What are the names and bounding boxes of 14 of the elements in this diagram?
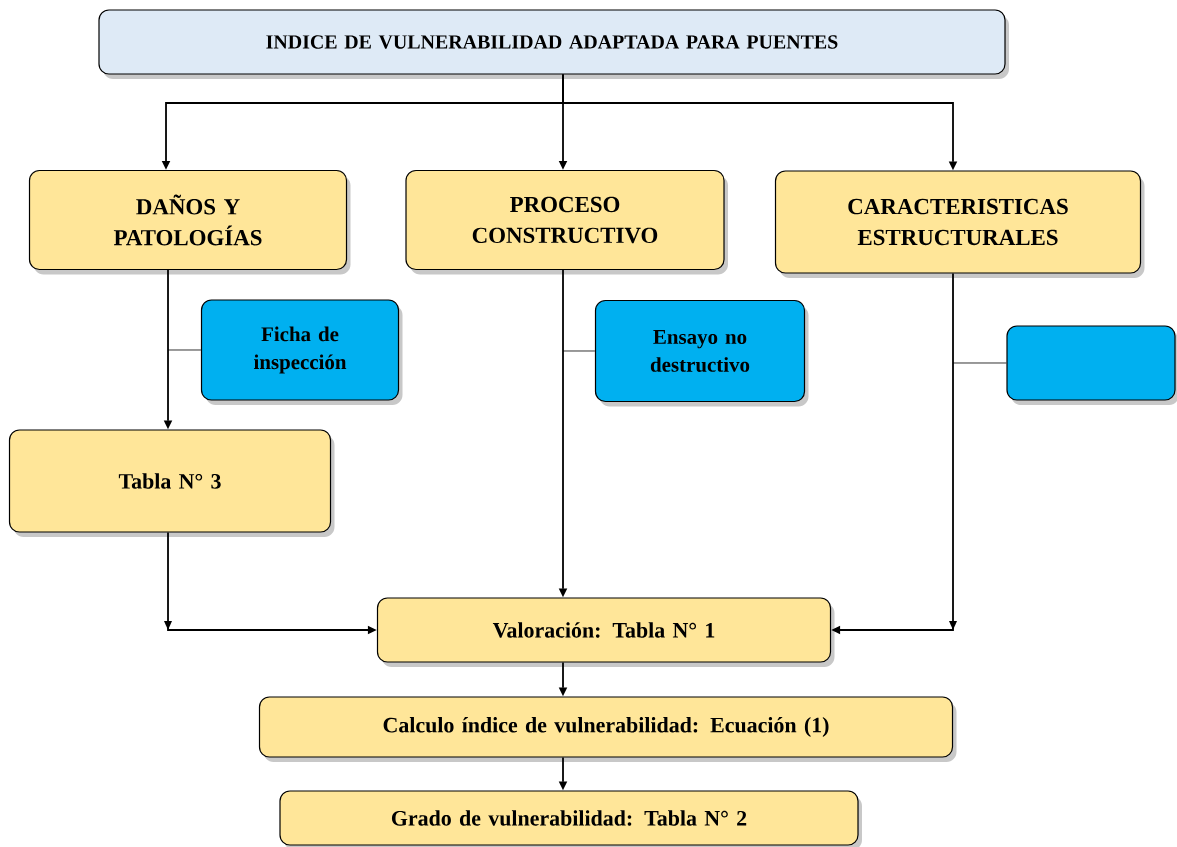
process-box: Valoración: Tabla N° 1	[376, 597, 835, 667]
category-box: PROCESO CONSTRUCTIVO	[405, 169, 728, 275]
category-box: CARACTERISTICAS ESTRUCTURALES	[774, 170, 1145, 278]
process-box: Grado de vulnerabilidad: Tabla N° 2	[279, 790, 862, 847]
process-box: Tabla N° 3	[8, 429, 335, 537]
method-box	[1006, 325, 1177, 405]
connector-line	[562, 350, 596, 352]
method-box: Ensayo no destructivo	[594, 299, 809, 407]
process-box: Calculo índice de vulnerabilidad: Ecuación (1)	[258, 696, 957, 762]
title-box: INDICE DE VULNERABILIDAD ADAPTADA PARA PUENTES	[98, 9, 1009, 79]
connector-line	[952, 362, 1007, 364]
connector-line	[167, 349, 202, 351]
category-box: DAÑOS Y PATOLOGÍAS	[28, 169, 351, 275]
method-box: Ficha de inspección	[200, 299, 403, 405]
